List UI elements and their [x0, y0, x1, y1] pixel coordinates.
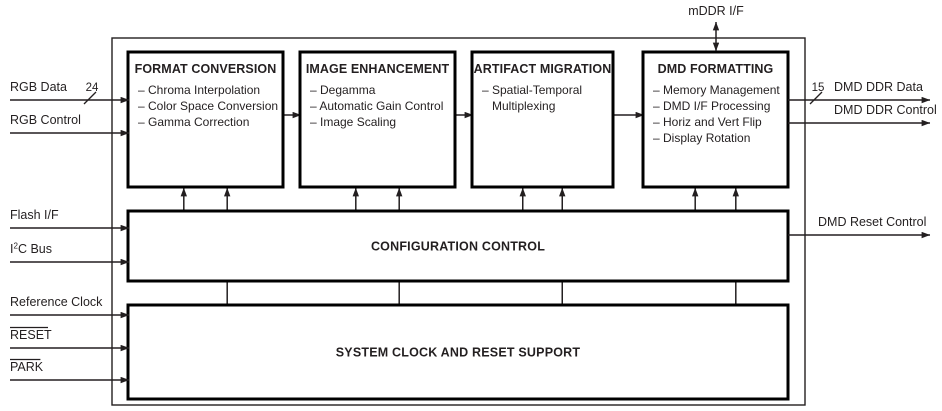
block-item: – Degamma: [310, 83, 376, 97]
block-item: – Automatic Gain Control: [310, 99, 443, 113]
bar-outline: [126, 303, 790, 401]
input-label: RESET: [10, 328, 52, 342]
block-item: – Memory Management: [653, 83, 780, 97]
block-title: ARTIFACT MIGRATION: [474, 62, 612, 76]
block-image-enhancement[interactable]: IMAGE ENHANCEMENT – Degamma – Automatic Ga…: [298, 50, 457, 189]
interface-mddr-if[interactable]: mDDR I/F: [688, 4, 744, 52]
bar-system-clock-reset-support[interactable]: SYSTEM CLOCK AND RESET SUPPORT: [126, 303, 790, 401]
block-title: FORMAT CONVERSION: [135, 62, 277, 76]
block-item: Multiplexing: [492, 99, 555, 113]
input-label: Flash I/F: [10, 208, 59, 222]
output-label: DMD Reset Control: [818, 215, 926, 229]
block-outline: [126, 50, 285, 189]
output-label: DMD DDR Control: [834, 103, 937, 117]
block-title: IMAGE ENHANCEMENT: [306, 62, 450, 76]
block-dmd-formatting[interactable]: DMD FORMATTING – Memory Management – DMD I…: [641, 50, 790, 189]
block-title: DMD FORMATTING: [658, 62, 774, 76]
input-reset[interactable]: RESET: [10, 326, 130, 352]
bar-configuration-control[interactable]: CONFIGURATION CONTROL: [126, 209, 790, 283]
input-rgb-control[interactable]: RGB Control: [10, 113, 130, 137]
block-item: – DMD I/F Processing: [653, 99, 770, 113]
block-artifact-migration[interactable]: ARTIFACT MIGRATION – Spatial-TemporalMult…: [470, 50, 615, 189]
block-item: – Gamma Correction: [138, 115, 249, 129]
block-item: – Chroma Interpolation: [138, 83, 260, 97]
block-item: – Color Space Conversion: [138, 99, 278, 113]
bus-width-label: 24: [86, 82, 99, 94]
block-outline: [470, 50, 615, 189]
block-format-conversion[interactable]: FORMAT CONVERSION – Chroma Interpolation –…: [126, 50, 285, 189]
input-park[interactable]: PARK: [10, 358, 130, 384]
bar-title: SYSTEM CLOCK AND RESET SUPPORT: [336, 346, 581, 360]
output-dmd-ddr-data[interactable]: DMD DDR Data 15: [788, 80, 931, 105]
processing-block-layer: FORMAT CONVERSION – Chroma Interpolation –…: [126, 50, 790, 189]
input-i2c-bus[interactable]: I2C Bus: [10, 242, 130, 266]
bus-slash: [83, 91, 97, 105]
output-dmd-ddr-control[interactable]: DMD DDR Control: [788, 103, 937, 127]
block-outline: [641, 50, 790, 189]
input-rgb-data[interactable]: RGB Data 24: [10, 80, 130, 105]
input-label: Reference Clock: [10, 295, 103, 309]
block-item: – Spatial-Temporal: [482, 83, 582, 97]
input-flash-if[interactable]: Flash I/F: [10, 208, 130, 232]
block-item: – Image Scaling: [310, 115, 396, 129]
block-item: – Display Rotation: [653, 131, 750, 145]
input-label: RGB Data: [10, 80, 67, 94]
bar-outline: [126, 209, 790, 283]
output-label: DMD DDR Data: [834, 80, 923, 94]
input-label: PARK: [10, 360, 44, 374]
support-bar-layer: CONFIGURATION CONTROL SYSTEM CLOCK AND RE…: [126, 209, 790, 401]
input-label: I2C Bus: [10, 242, 52, 257]
chip-boundary: [111, 37, 806, 406]
bus-width-label: 15: [812, 82, 825, 94]
bar-title: CONFIGURATION CONTROL: [371, 240, 545, 254]
input-reference-clock[interactable]: Reference Clock: [10, 295, 130, 319]
block-item: – Horiz and Vert Flip: [653, 115, 762, 129]
input-label: RGB Control: [10, 113, 81, 127]
block-outline: [298, 50, 457, 189]
interface-label: mDDR I/F: [688, 4, 744, 18]
bus-slash: [809, 91, 823, 105]
output-dmd-reset-control[interactable]: DMD Reset Control: [788, 215, 931, 239]
